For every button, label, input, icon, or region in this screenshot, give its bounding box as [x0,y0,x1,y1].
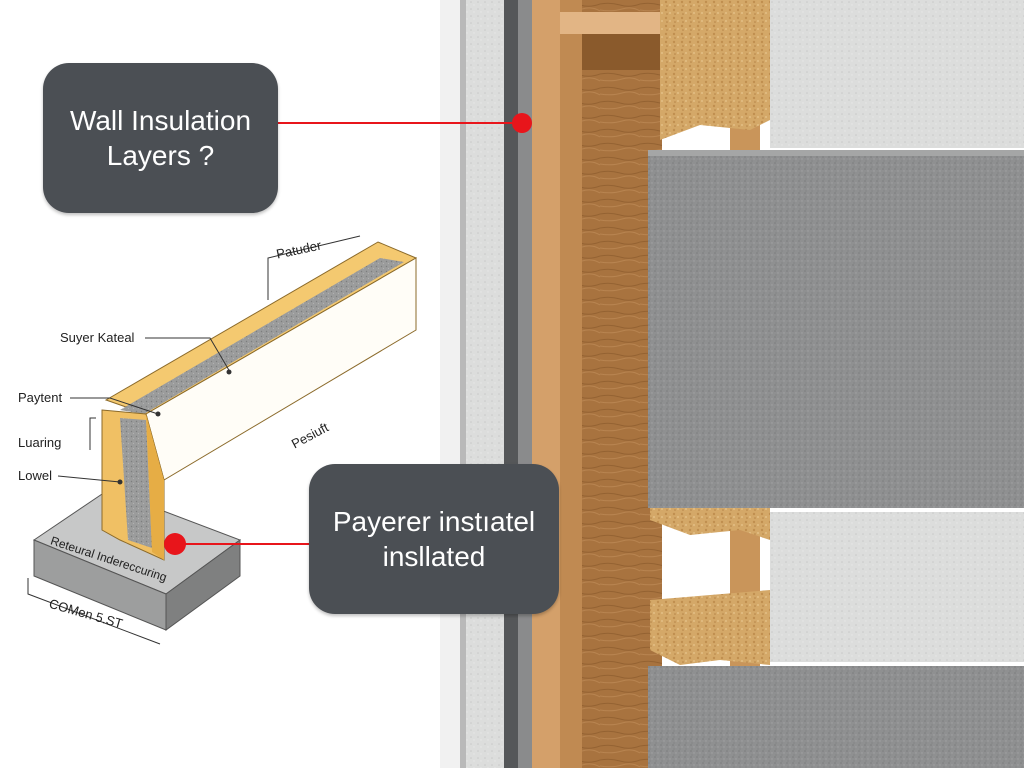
wall-section [440,0,1024,768]
wood-stud-shadow [560,0,582,768]
concrete-panel-middle [648,150,1024,508]
leader-paytent [70,397,159,415]
leader-lowel [57,475,121,483]
leader-suyer-kateal [145,337,231,373]
dimension-line [27,578,161,645]
cork-insulation-bottom [650,590,770,665]
callout-top-line1: Wall Insulation [69,105,252,136]
point-lowel [117,479,123,485]
wall-facing-layer [440,0,462,768]
bracket-luaring [89,417,96,450]
pointers [164,113,532,555]
callout-insulated: Payerer instıatel insllated [309,464,559,614]
leader-pattuder [267,235,361,300]
pointer-dot-bottom [164,533,186,555]
concrete-panel-bottom [648,666,1024,768]
isometric-diagram [27,235,418,645]
plaster-layer [466,0,504,768]
base-block-side [165,539,241,631]
callout-bottom-line1: Payerer instıatel [332,506,536,537]
insulation-leg-shadow [146,414,164,560]
stone-panel-lower [770,512,1024,662]
wall-trim-strip [460,0,466,768]
cork-insulation-top [660,0,770,140]
callout-wall-insulation: Wall Insulation Layers ? [43,63,278,213]
point-paytent [155,411,161,417]
callout-bottom-line2: insllated [382,541,486,572]
callout-top-line2: Layers ? [106,140,215,171]
label-paytent: Paytent [18,390,63,405]
label-lowel: Lowel [18,468,52,483]
insulation-arm-core [120,258,404,414]
insulation-leg-core [120,418,152,548]
stone-panel-top [770,0,1024,148]
label-suyer-kateal: Suyer Kateal [60,330,135,345]
point-suyer-kateal [226,369,232,375]
pointer-dot-top [512,113,532,133]
concrete-panel-edge [648,150,1024,156]
label-luaring: Luaring [18,435,62,450]
